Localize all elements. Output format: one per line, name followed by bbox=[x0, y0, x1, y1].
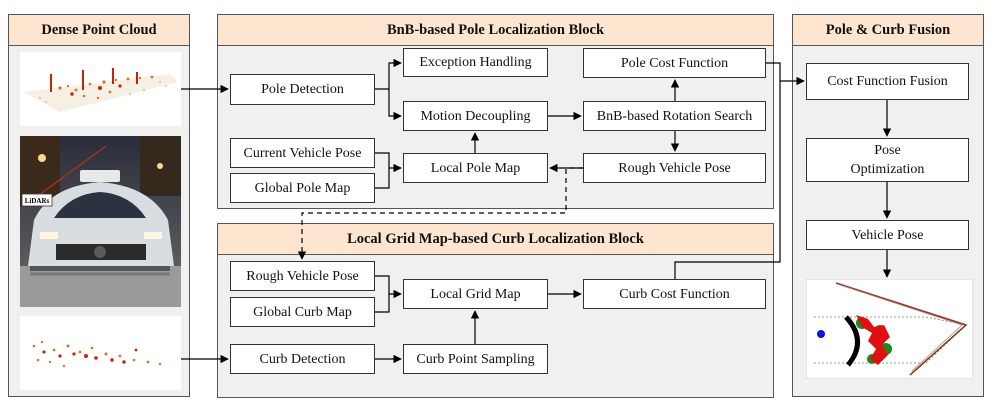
global-pole-map-box: Global Pole Map bbox=[230, 173, 375, 203]
dense-point-cloud-title: Dense Point Cloud bbox=[9, 15, 189, 46]
curb-cost-function-box: Curb Cost Function bbox=[583, 279, 766, 309]
pose-optimization-box: Pose Optimization bbox=[806, 138, 969, 182]
pole-localization-block-title: BnB-based Pole Localization Block bbox=[218, 15, 773, 46]
rough-vehicle-pose-box: Rough Vehicle Pose bbox=[583, 153, 766, 183]
local-pole-map-box: Local Pole Map bbox=[403, 153, 548, 183]
pose-optimization-line2: Optimization bbox=[850, 162, 925, 177]
pole-curb-fusion-title: Pole & Curb Fusion bbox=[793, 15, 983, 46]
curb-rough-vehicle-pose-box: Rough Vehicle Pose bbox=[230, 261, 375, 291]
pole-point-cloud-image bbox=[20, 52, 181, 126]
global-curb-map-box: Global Curb Map bbox=[230, 297, 375, 327]
vehicle-pose-box: Vehicle Pose bbox=[806, 220, 969, 250]
pole-cost-function-box: Pole Cost Function bbox=[583, 48, 766, 78]
cost-function-fusion-box: Cost Function Fusion bbox=[806, 63, 969, 100]
pose-optimization-line1: Pose bbox=[874, 143, 901, 158]
curb-point-sampling-box: Curb Point Sampling bbox=[403, 344, 548, 374]
fusion-result-map bbox=[806, 279, 973, 379]
current-vehicle-pose-box: Current Vehicle Pose bbox=[230, 138, 375, 168]
curb-detection-box: Curb Detection bbox=[230, 344, 375, 374]
vehicle-photo: LiDARs bbox=[20, 136, 181, 307]
pole-detection-box: Pole Detection bbox=[230, 74, 375, 105]
curb-point-cloud-image bbox=[20, 316, 181, 390]
motion-decoupling-box: Motion Decoupling bbox=[403, 101, 548, 131]
lidar-label: LiDARs bbox=[25, 197, 50, 205]
local-grid-map-box: Local Grid Map bbox=[403, 279, 548, 309]
curb-localization-block-title: Local Grid Map-based Curb Localization B… bbox=[218, 224, 773, 255]
bnb-rotation-search-box: BnB-based Rotation Search bbox=[583, 101, 766, 131]
exception-handling-box: Exception Handling bbox=[403, 48, 548, 77]
